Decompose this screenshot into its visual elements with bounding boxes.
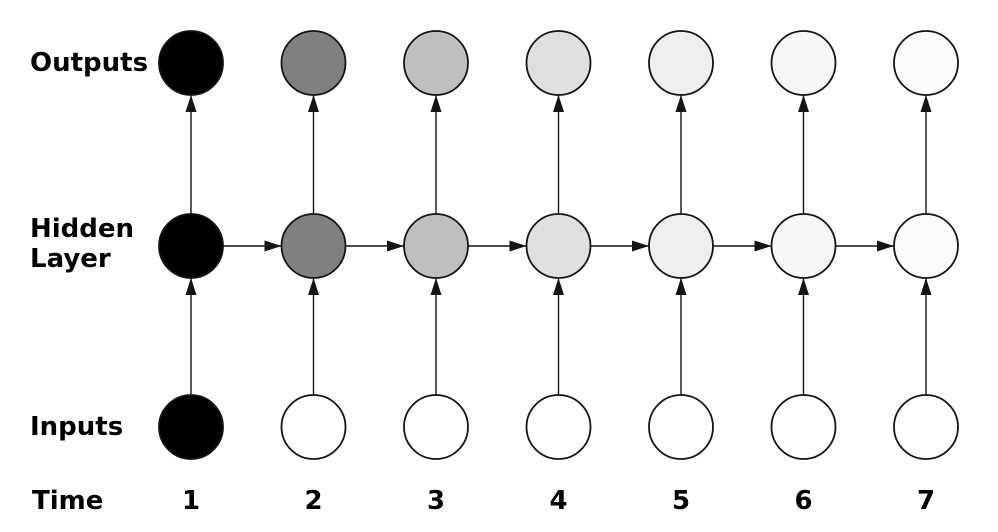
node-inputs-t5 [648,394,714,460]
node-inputs-t4 [525,394,592,460]
node-inputs-t6 [770,394,837,460]
node-outputs-t4 [525,30,592,96]
time-step-label-3: 3 [426,486,446,516]
node-hidden-t2 [280,213,347,279]
time-step-label-6: 6 [794,486,813,516]
node-inputs-t2 [280,394,347,460]
row-label-hidden-layer: Hidden Layer [30,214,134,274]
node-outputs-t2 [280,30,347,96]
row-label-outputs: Outputs [30,48,149,78]
node-outputs-t7 [893,30,959,96]
hidden-label-line2: Layer [30,244,111,274]
time-step-label-7: 7 [916,486,936,516]
axis-label-time: Time [32,486,104,516]
node-inputs-t1 [158,394,224,460]
time-step-label-4: 4 [549,486,568,516]
row-label-inputs: Inputs [30,412,124,442]
node-inputs-t3 [403,394,469,460]
time-step-label-1: 1 [181,486,201,516]
time-step-label-5: 5 [671,486,691,516]
node-hidden-t6 [770,213,837,279]
node-hidden-t3 [403,213,469,279]
time-step-label-2: 2 [304,486,323,516]
node-outputs-t1 [158,30,224,96]
node-hidden-t7 [893,213,959,279]
node-hidden-t1 [158,213,224,279]
node-inputs-t7 [893,394,959,460]
node-outputs-t6 [770,30,837,96]
node-hidden-t4 [525,213,592,279]
hidden-label-line1: Hidden [30,214,135,244]
node-outputs-t5 [648,30,714,96]
node-outputs-t3 [403,30,469,96]
node-hidden-t5 [648,213,714,279]
